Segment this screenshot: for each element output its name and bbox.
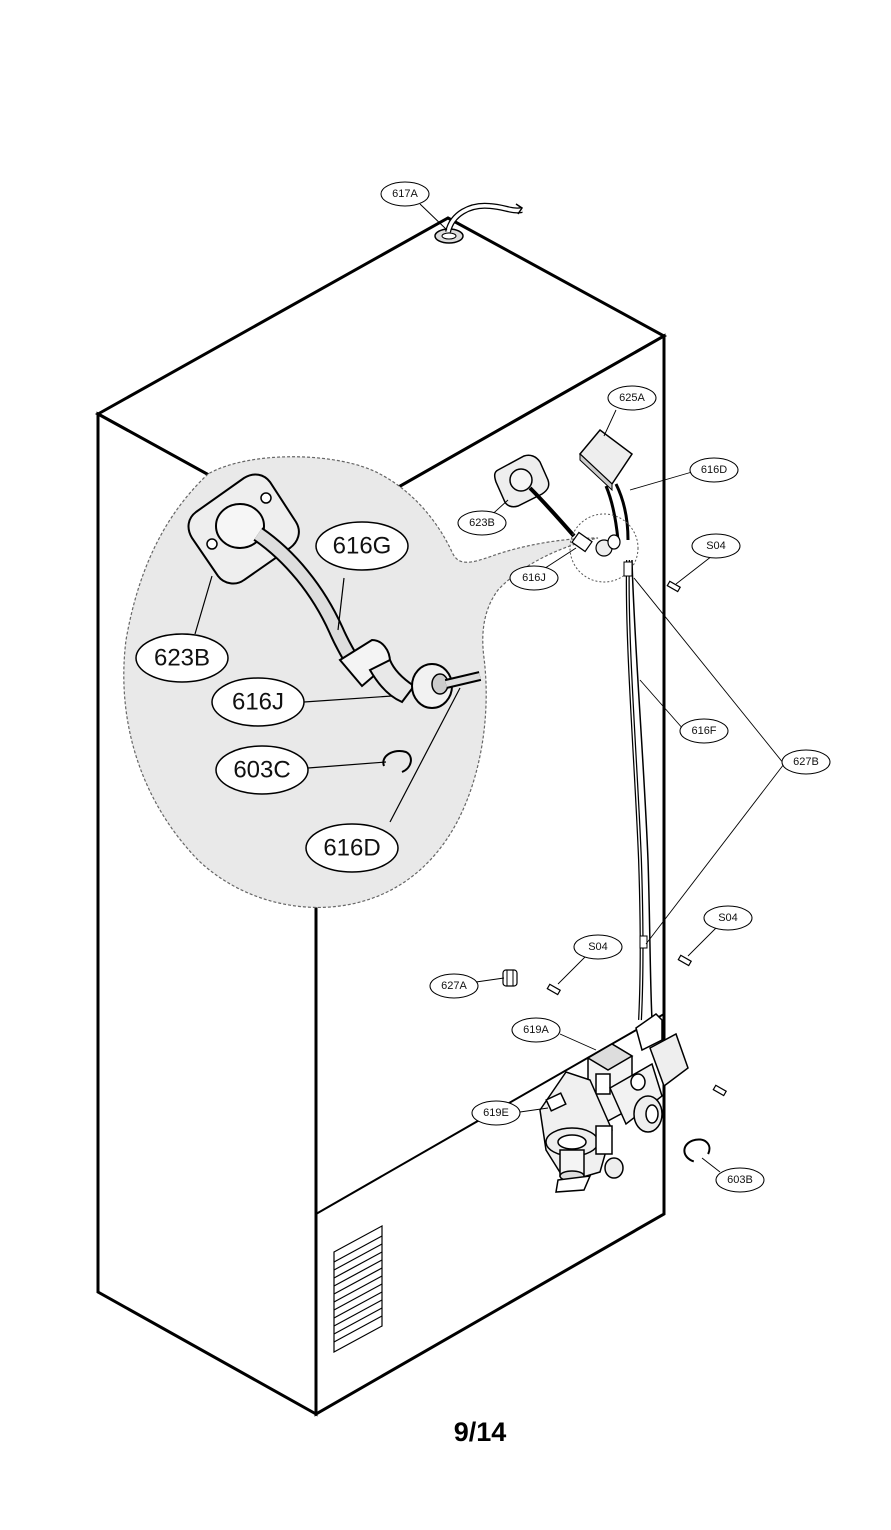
svg-text:619A: 619A — [523, 1024, 549, 1036]
svg-text:S04: S04 — [706, 540, 726, 552]
screws-S04 — [546, 580, 728, 1097]
callout-619A: 619A — [511, 1017, 561, 1043]
callout-616F: 616F — [679, 718, 729, 744]
svg-text:603B: 603B — [727, 1174, 753, 1186]
svg-text:616J: 616J — [232, 689, 284, 716]
svg-text:623B: 623B — [469, 517, 495, 529]
svg-text:616J: 616J — [522, 572, 546, 584]
svg-text:S04: S04 — [718, 912, 738, 924]
svg-text:619E: 619E — [483, 1107, 509, 1119]
svg-text:623B: 623B — [154, 645, 210, 672]
svg-text:617A: 617A — [392, 188, 418, 200]
detail-callout-603C: 603C — [215, 745, 309, 795]
svg-text:616F: 616F — [691, 725, 716, 737]
callout-616J: 616J — [509, 565, 559, 591]
svg-text:603C: 603C — [233, 757, 290, 784]
detail-callout-616J: 616J — [211, 677, 305, 727]
svg-text:616D: 616D — [701, 464, 727, 476]
detail-callout-616G: 616G — [315, 521, 409, 571]
callout-616D: 616D — [689, 457, 739, 483]
detail-callout-623B: 623B — [135, 633, 229, 683]
part-617A-tube — [419, 202, 524, 244]
part-627A-clamp — [502, 969, 518, 987]
svg-text:616D: 616D — [323, 835, 380, 862]
callout-617A: 617A — [380, 181, 430, 207]
detail-fitting-616J — [338, 638, 453, 709]
part-603B-clip — [683, 1138, 711, 1163]
svg-text:627A: 627A — [441, 980, 467, 992]
callout-S04-upper: S04 — [691, 533, 741, 559]
callout-625A: 625A — [607, 385, 657, 411]
page-number: 9/14 — [454, 1417, 507, 1447]
callout-627A: 627A — [429, 973, 479, 999]
callout-627B: 627B — [781, 749, 831, 775]
leader-lines — [194, 409, 785, 1173]
svg-text:625A: 625A — [619, 392, 645, 404]
part-625A-module — [578, 428, 634, 541]
callout-S04-right: S04 — [703, 905, 753, 931]
part-616F-tube — [623, 559, 653, 1021]
callout-S04-left: S04 — [573, 934, 623, 960]
svg-text:627B: 627B — [793, 756, 819, 768]
svg-text:S04: S04 — [588, 941, 608, 953]
part-623B-bracket — [493, 454, 576, 538]
detail-callout-616D: 616D — [305, 823, 399, 873]
part-616J-fitting-small — [569, 513, 639, 583]
detail-bracket-623B — [187, 473, 300, 585]
callout-623B: 623B — [457, 510, 507, 536]
callout-603B: 603B — [715, 1167, 765, 1193]
callout-619E: 619E — [471, 1100, 521, 1126]
svg-text:616G: 616G — [333, 533, 392, 560]
vent-grille — [333, 1224, 383, 1354]
detail-clip-603C — [382, 750, 412, 773]
detail-magnifier — [123, 456, 599, 909]
part-619E-valve-body — [539, 1071, 624, 1193]
